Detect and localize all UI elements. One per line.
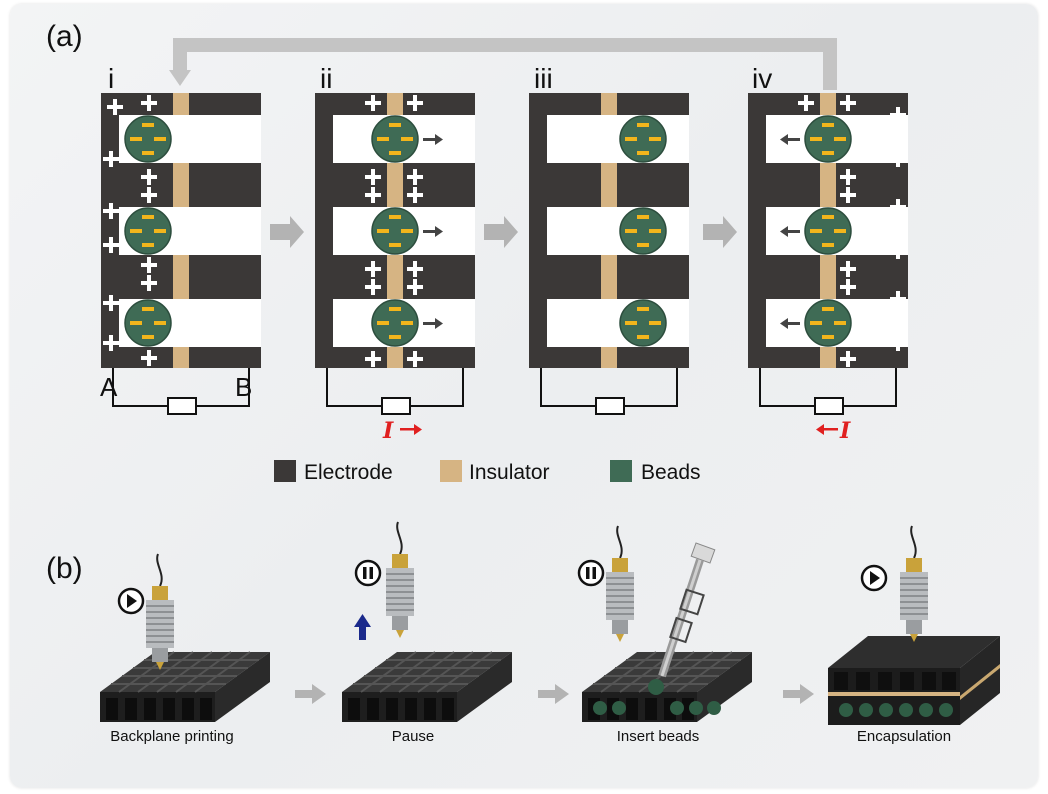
- terminal-b-label: B: [235, 372, 252, 402]
- print-head: [385, 521, 415, 639]
- play-icon: [860, 564, 888, 592]
- panel-b-label: (b): [46, 552, 83, 585]
- robotic-gripper: [648, 542, 716, 695]
- stage-ii: [315, 93, 475, 415]
- step-backplane-printing: Backplane printing: [99, 553, 271, 745]
- step-label: Pause: [392, 728, 435, 745]
- step-arrow: [783, 684, 814, 704]
- bead: [124, 299, 172, 347]
- step-arrow: [270, 216, 304, 248]
- bead: [371, 207, 419, 255]
- svg-text:I: I: [382, 418, 394, 444]
- inserted-beads: [593, 701, 721, 715]
- svg-text:I: I: [839, 418, 851, 444]
- current-indicator-ii: I: [382, 418, 422, 444]
- bead: [804, 207, 852, 255]
- bead: [804, 115, 852, 163]
- bead: [371, 115, 419, 163]
- legend-swatch-electrode: [274, 460, 296, 482]
- stage-i: [101, 93, 261, 415]
- stage-iii: [529, 93, 689, 415]
- stage-label-i: i: [108, 63, 114, 94]
- stage-label-iii: iii: [534, 63, 553, 94]
- step-encapsulation: Encapsulation: [828, 525, 1000, 745]
- terminal-a-label: A: [100, 372, 118, 402]
- cycle-arrow-head: [169, 70, 191, 86]
- play-icon: [117, 587, 145, 615]
- step-label: Encapsulation: [857, 728, 951, 745]
- current-indicator-iv: I: [816, 418, 851, 444]
- legend-label-beads: Beads: [641, 461, 701, 484]
- step-arrow: [703, 216, 737, 248]
- stage-iv: [748, 93, 908, 415]
- stage-label-iv: iv: [752, 63, 772, 94]
- print-head: [899, 525, 929, 643]
- encapsulated-beads: [839, 703, 953, 717]
- bead: [619, 207, 667, 255]
- step-label: Insert beads: [617, 728, 700, 745]
- step-arrow: [538, 684, 569, 704]
- bead: [124, 207, 172, 255]
- step-label: Backplane printing: [110, 728, 233, 745]
- pause-icon: [354, 559, 382, 587]
- motion-arrows-left: [780, 134, 800, 329]
- print-head: [605, 525, 635, 643]
- bead: [124, 115, 172, 163]
- panel-a-label: (a): [46, 20, 83, 53]
- stage-label-ii: ii: [320, 63, 332, 94]
- legend: Electrode Insulator Beads: [274, 460, 701, 484]
- step-pause: Pause: [341, 521, 513, 745]
- step-arrow: [295, 684, 326, 704]
- legend-swatch-insulator: [440, 460, 462, 482]
- pause-icon: [577, 559, 605, 587]
- step-insert-beads: Insert beads: [577, 525, 753, 745]
- lift-arrow-icon: [354, 614, 371, 640]
- bead: [619, 115, 667, 163]
- cycle-arrow: [173, 38, 837, 90]
- legend-swatch-beads: [610, 460, 632, 482]
- legend-label-insulator: Insulator: [469, 461, 550, 484]
- motion-arrows-right: [423, 134, 443, 329]
- step-arrow: [484, 216, 518, 248]
- bead: [804, 299, 852, 347]
- bead: [619, 299, 667, 347]
- insulator-layer: [828, 692, 960, 696]
- legend-label-electrode: Electrode: [304, 461, 393, 484]
- bead: [371, 299, 419, 347]
